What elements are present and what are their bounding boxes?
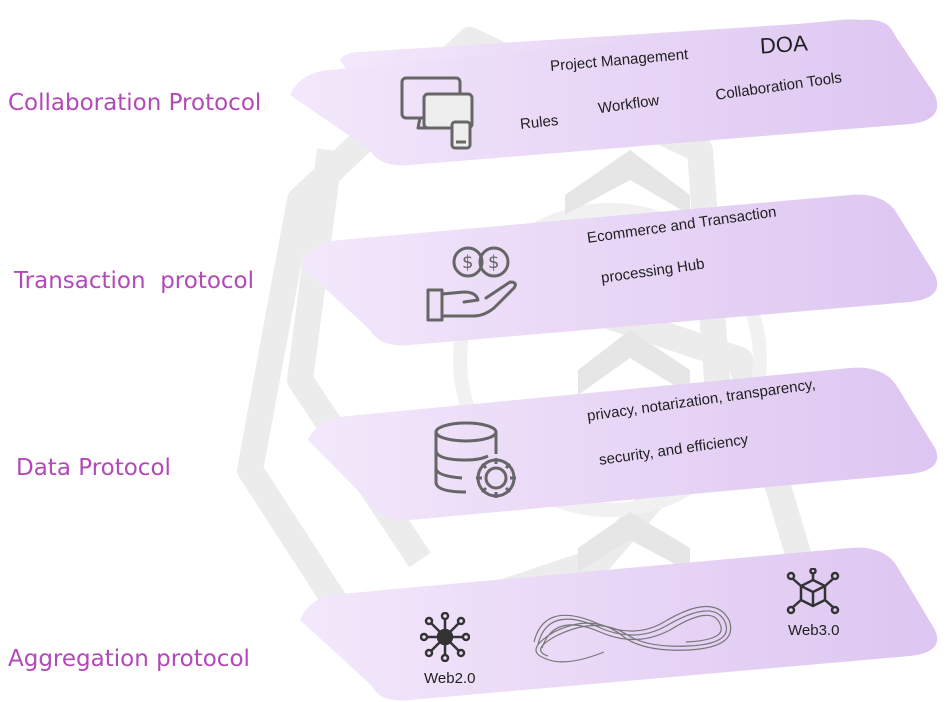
plate-transaction [300,194,938,346]
layer-label-collaboration: Collaboration Protocol [8,90,262,116]
infinity-icon [533,605,732,663]
label-web3: Web3.0 [788,622,840,639]
svg-text:$: $ [462,252,473,273]
cube-network-icon [786,568,840,615]
label-web2: Web2.0 [424,670,476,687]
hand-coins-icon: $ $ [426,246,517,322]
plate-collaboration [290,19,938,166]
network-node-icon [420,612,470,662]
devices-icon [400,76,474,150]
label-doa: DOA [759,30,809,59]
plate-aggregation [300,547,938,701]
layer-label-data: Data Protocol [16,455,171,481]
layer-label-transaction: Transaction protocol [14,268,255,294]
database-gear-icon [434,421,516,498]
plate-data [308,367,938,521]
layer-label-aggregation: Aggregation protocol [8,646,250,672]
up-arrows [565,150,690,572]
svg-text:$: $ [488,252,499,273]
